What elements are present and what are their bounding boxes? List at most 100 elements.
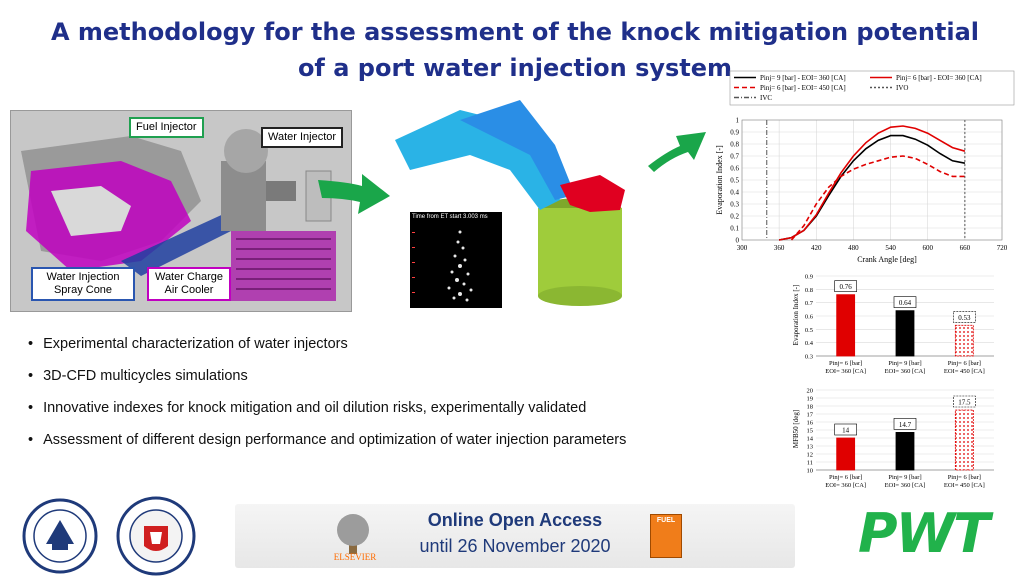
line-chart-x-tick: 360 <box>774 244 785 252</box>
politecnico-di-torino-seal <box>22 498 98 574</box>
spray-cone-callout: Water Injection Spray Cone <box>31 267 135 301</box>
bar1-bar <box>836 294 856 357</box>
water-injector-callout: Water Injector <box>261 127 344 148</box>
bar1-y-tick: 0.3 <box>805 354 813 361</box>
line-chart-y-tick: 0.5 <box>730 177 739 185</box>
bullet-list: Experimental characterization of water i… <box>28 328 788 456</box>
bar1-data-label: 0.53 <box>958 314 971 322</box>
bar2-y-tick: 11 <box>807 460 813 467</box>
bar2-y-tick: 10 <box>807 468 814 475</box>
spray-image-caption: Time from ET start 3.003 ms <box>412 214 488 220</box>
bar2-label-box <box>953 395 976 408</box>
bar2-category-label: EOI= 450 [CA] <box>944 482 985 489</box>
line-chart-x-tick: 420 <box>811 244 822 252</box>
bar2-bar <box>895 432 915 471</box>
bar1-data-label: 0.64 <box>899 299 912 307</box>
line-chart-y-tick: 0.9 <box>730 129 739 137</box>
bar2-bar <box>836 437 856 471</box>
elsevier-label: ELSEVIER <box>333 552 377 562</box>
line-chart-x-tick: 720 <box>997 244 1008 252</box>
bullet-item: Innovative indexes for knock mitigation … <box>28 392 788 424</box>
bar2-y-tick: 20 <box>807 388 814 395</box>
bar1-data-label: 0.76 <box>840 283 853 291</box>
bar1-y-tick: 0.8 <box>805 287 813 294</box>
bar1-category-label: EOI= 360 [CA] <box>885 368 926 375</box>
line-chart-legend-label: Pinj= 6 [bar] - EOI= 360 [CA] <box>896 74 982 82</box>
line-chart-x-tick: 480 <box>848 244 859 252</box>
bar2-y-tick: 14 <box>807 436 814 443</box>
line-chart-legend-label: IVC <box>760 94 772 102</box>
bar2-category-label: Pinj= 6 [bar] <box>829 474 862 481</box>
bar2-ylabel: MFB50 [deg] <box>792 410 800 448</box>
universita-perugia-seal <box>116 496 196 576</box>
bullet-item: 3D-CFD multicycles simulations <box>28 360 788 392</box>
charge-air-cooler-callout: Water Charge Air Cooler <box>147 267 231 301</box>
open-access-heading: Online Open Access <box>427 510 603 530</box>
bar1-category-label: EOI= 360 [CA] <box>825 368 866 375</box>
evaporation-index-line-chart: Pinj= 9 [bar] - EOI= 360 [CA] Pinj= 6 [ba… <box>715 70 1015 264</box>
line-chart-y-tick: 0.1 <box>730 225 739 233</box>
bar1-y-tick: 0.7 <box>805 300 814 307</box>
engine-cad-drawing <box>11 111 351 311</box>
line-chart-legend-label: Pinj= 9 [bar] - EOI= 360 [CA] <box>760 74 846 82</box>
bar1-label-box <box>893 296 917 308</box>
bar1-label-box <box>834 280 857 292</box>
right-up-arrow-icon <box>648 132 706 172</box>
bar2-y-tick: 12 <box>807 452 814 459</box>
line-chart-y-tick: 0.2 <box>730 213 739 221</box>
bar2-category-label: EOI= 360 [CA] <box>825 482 866 489</box>
bar2-y-tick: 15 <box>807 428 814 435</box>
bar1-y-tick: 0.5 <box>805 327 813 334</box>
page-title: A methodology for the assessment of the … <box>50 18 980 82</box>
bar1-bar <box>895 310 915 357</box>
bar2-y-tick: 17 <box>807 412 814 419</box>
line-chart-legend-label: Pinj= 6 [bar] - EOI= 450 [CA] <box>760 84 846 92</box>
bar1-category-label: Pinj= 9 [bar] <box>888 360 921 367</box>
spray-image: Time from ET start 3.003 ms <box>410 212 502 308</box>
cfd-geometry-image <box>395 100 625 306</box>
line-chart-frame <box>741 119 1003 241</box>
line-chart-y-tick: 1 <box>736 117 740 125</box>
line-chart-legend-label: IVO <box>896 84 908 92</box>
pwt-logo: PWT <box>858 502 990 565</box>
bar1-y-tick: 0.4 <box>805 340 814 347</box>
bar2-bar <box>954 409 974 471</box>
fuel-journal-cover: FUEL <box>650 514 682 558</box>
bar2-category-label: Pinj= 9 [bar] <box>888 474 921 481</box>
bar2-category-label: Pinj= 6 [bar] <box>948 474 981 481</box>
bar1-category-label: Pinj= 6 [bar] <box>948 360 981 367</box>
line-chart-x-tick: 660 <box>960 244 971 252</box>
bar2-data-label: 14 <box>842 427 850 435</box>
bar2-data-label: 14.7 <box>899 421 912 429</box>
line-chart-series <box>778 125 966 241</box>
line-chart-y-tick: 0.8 <box>730 141 739 149</box>
bar2-y-tick: 16 <box>807 420 814 427</box>
line-chart-x-tick: 540 <box>885 244 896 252</box>
line-chart-y-tick: 0.3 <box>730 201 739 209</box>
right-arrow-icon <box>318 174 390 214</box>
spray-plume <box>412 230 473 302</box>
bar1-category-label: EOI= 450 [CA] <box>944 368 985 375</box>
bar1-y-tick: 0.9 <box>805 274 813 281</box>
bar2-y-tick: 13 <box>807 444 814 451</box>
line-chart-ylabel: Evaporation Index [-] <box>715 145 724 215</box>
line-chart-x-tick: 300 <box>737 244 748 252</box>
line-chart-series <box>778 134 966 241</box>
line-chart-y-tick: 0.7 <box>730 153 739 161</box>
bar1-category-label: Pinj= 6 [bar] <box>829 360 862 367</box>
bar2-data-label: 17.5 <box>958 399 971 407</box>
bar2-category-label: EOI= 360 [CA] <box>885 482 926 489</box>
bullet-item: Assessment of different design performan… <box>28 424 788 456</box>
line-chart-y-tick: 0 <box>736 237 740 245</box>
line-chart-x-tick: 600 <box>922 244 933 252</box>
open-access-date: until 26 November 2020 <box>419 536 611 556</box>
fuel-injector-callout: Fuel Injector <box>129 117 204 138</box>
line-chart-series <box>790 155 965 241</box>
bar2-label-box <box>834 423 857 436</box>
bar2-label-box <box>893 418 917 430</box>
bar1-ylabel: Evaporation Index [-] <box>792 285 800 346</box>
bar2-y-tick: 18 <box>807 404 814 411</box>
line-chart-y-tick: 0.4 <box>730 189 739 197</box>
fuel-journal-label: FUEL <box>656 517 676 524</box>
